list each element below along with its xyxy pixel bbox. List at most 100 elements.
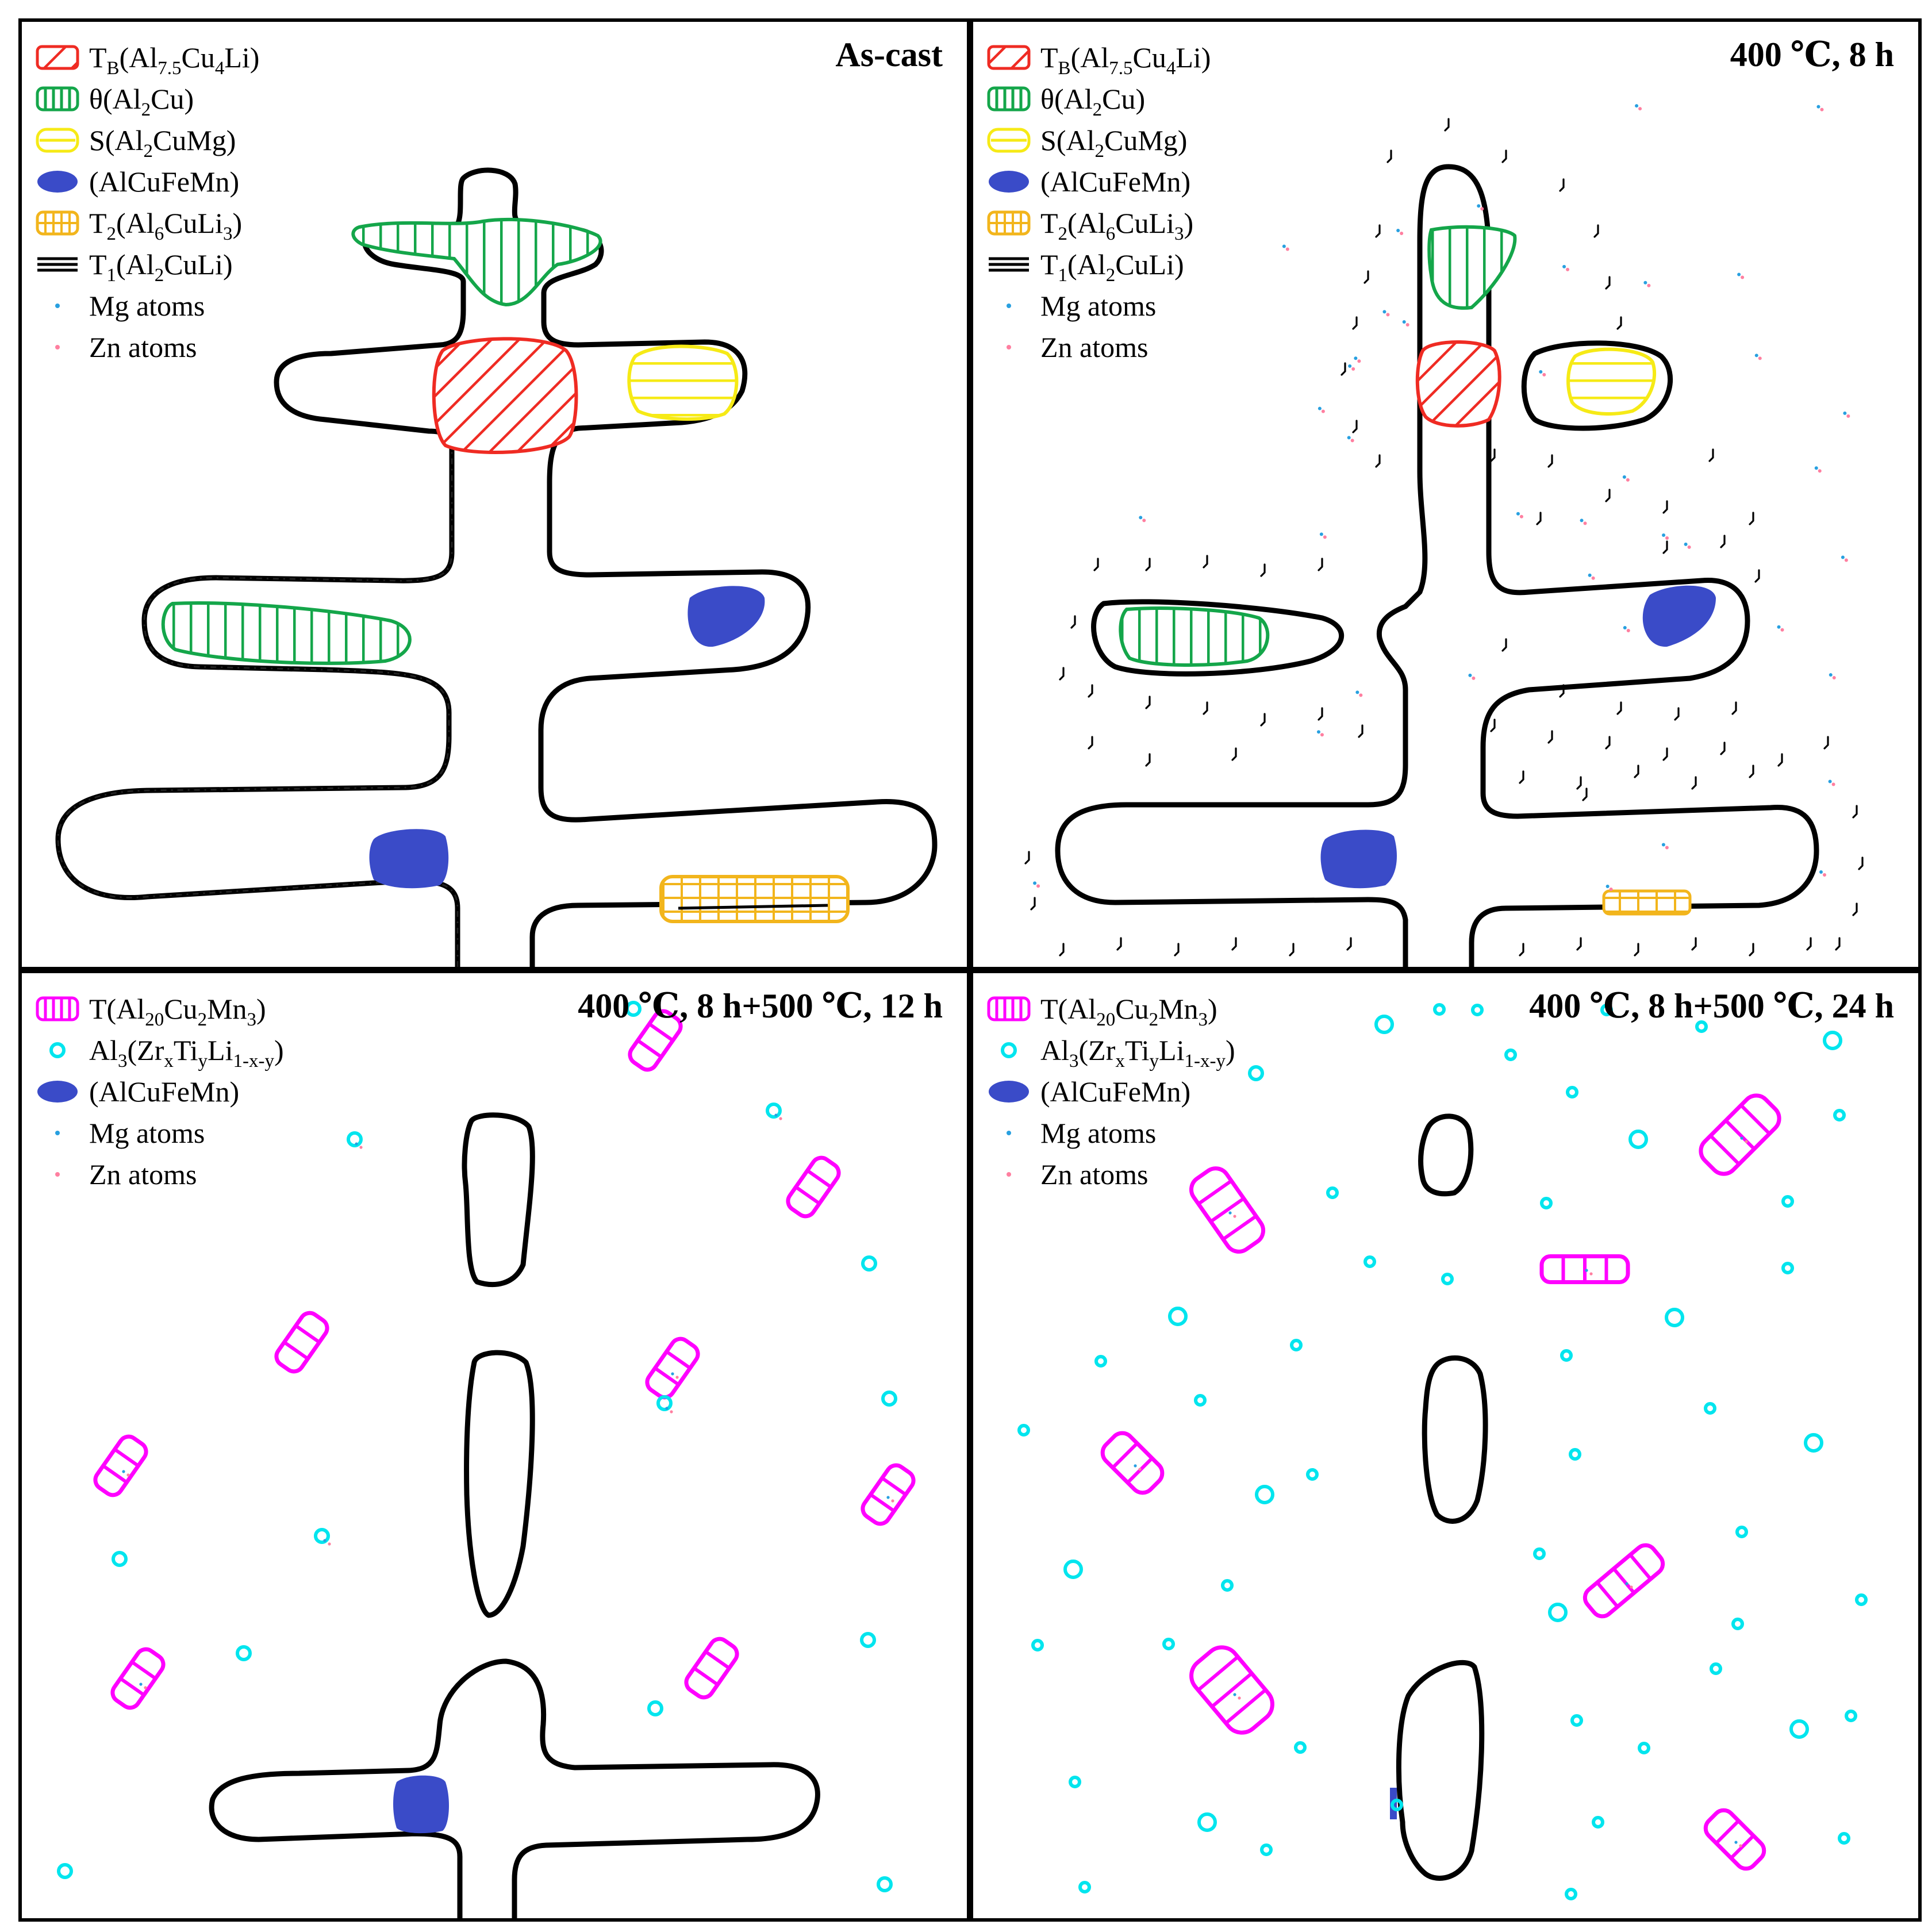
legend-label: θ(Al2Cu) (1040, 83, 1145, 120)
vertical-hatch-icon (987, 86, 1031, 112)
precipitate-dash (1634, 765, 1639, 778)
precipitate-dash (1547, 730, 1553, 744)
precipitate-dash (1346, 937, 1352, 951)
dot-icon (1007, 345, 1011, 349)
legends: As-castTB(Al7.5Cu4Li)θ(Al2Cu)S(Al2CuMg)(… (36, 36, 1894, 1190)
al3-dispersoids (1017, 1003, 1868, 1900)
precipitate-dash (1582, 788, 1588, 801)
homogenized-dendrite-outline (1055, 164, 1819, 970)
atom-pair (1319, 532, 1327, 539)
precipitate-dash (1145, 696, 1151, 709)
precipitate-dash (1318, 558, 1323, 571)
al3-ring (1845, 1710, 1857, 1722)
dot-icon (1007, 1172, 1011, 1177)
al3-dispersoids (57, 1001, 897, 1892)
legend-label: T(Al20Cu2Mn3) (89, 993, 266, 1030)
precipitate-dash (1777, 753, 1783, 767)
atom-pair (1318, 406, 1325, 413)
atom-pair (1139, 516, 1146, 523)
precipitate-dash (1490, 719, 1496, 732)
al3-ring (1731, 1618, 1744, 1630)
legend-label: T2(Al6CuLi3) (89, 207, 242, 244)
panel-title: 400 ℃, 8 h (1730, 36, 1894, 74)
precipitate-dash (1662, 500, 1668, 514)
atom-pair (1347, 436, 1354, 443)
atom-pair (1814, 466, 1822, 473)
filled-blob-icon (37, 1081, 78, 1103)
precipitate-dash (1501, 149, 1507, 163)
s-phase-particle (627, 344, 739, 421)
atom-pair (1282, 244, 1289, 251)
legend-label: (AlCuFeMn) (1040, 1076, 1190, 1108)
precipitate-dash (1559, 178, 1565, 192)
al3-ring (1221, 1579, 1234, 1592)
precipitate-dash (1501, 638, 1507, 652)
panel-title: 400 ℃, 8 h+500 ℃, 24 h (1529, 987, 1894, 1025)
tb-phase-particle (432, 337, 578, 454)
al3-ring (1306, 1468, 1319, 1481)
legend-panel-3: 400 ℃, 8 h+500 ℃, 12 hT(Al20Cu2Mn3)Al3(Z… (36, 987, 943, 1190)
al3-ring (1570, 1714, 1583, 1727)
atom-pair (1516, 512, 1523, 518)
legend-label: S(Al2CuMg) (1040, 124, 1187, 162)
t1-phase-platelets (678, 904, 828, 910)
t-phase-dispersoids (93, 1009, 916, 1710)
legend-label: Mg atoms (1040, 1117, 1156, 1149)
al3-ring (1833, 1109, 1846, 1121)
legend-label: T(Al20Cu2Mn3) (1040, 993, 1217, 1030)
al3-ring (1565, 1888, 1577, 1900)
precipitate-dash (1088, 684, 1093, 698)
precipitate-dash (1030, 897, 1036, 911)
theta-phase-particle-lower (161, 601, 412, 665)
al3-ring (1710, 1662, 1722, 1675)
atom-pair (1477, 204, 1484, 211)
al3-ring (1391, 1799, 1403, 1811)
tb-phase-particle-shrunk (1415, 340, 1501, 428)
t-phase-rod (1699, 1093, 1781, 1176)
panel-as-cast (55, 167, 938, 970)
al3-ring (1704, 1402, 1716, 1415)
al3-ring (1665, 1308, 1684, 1327)
al3-ring (1063, 1560, 1083, 1579)
al3-ring (1374, 1015, 1394, 1034)
precipitate-dash (1341, 362, 1346, 376)
precipitate-dash (1093, 558, 1099, 571)
precipitate-dash (1806, 937, 1812, 951)
al3-ring (1569, 1448, 1581, 1461)
t-phase-rod (645, 1336, 700, 1400)
atom-pair (1684, 542, 1691, 549)
dendrite-remnant-upper (462, 1112, 535, 1288)
dot-icon (55, 1172, 60, 1177)
alcufemn-phase-particle (687, 586, 765, 647)
legend-label: T1(Al2CuLi) (89, 248, 233, 286)
al3-ring (1695, 1020, 1708, 1033)
ring-icon (1001, 1042, 1017, 1058)
al3-ring (1197, 1812, 1217, 1832)
atom-pair (671, 1372, 679, 1379)
al3-ring (1540, 1197, 1553, 1209)
al3-ring (1628, 1130, 1648, 1149)
t-phase-dispersoids (1100, 1093, 1781, 1871)
al3-ring (1078, 1881, 1091, 1893)
al3-ring (1441, 1273, 1454, 1285)
legend-label: (AlCuFeMn) (89, 166, 239, 198)
eutectic-network-layer (55, 167, 938, 970)
atom-pair (1841, 555, 1848, 562)
atom-pair (1585, 1269, 1593, 1276)
precipitate-dash (1352, 420, 1358, 433)
al3-ring (1260, 1843, 1273, 1856)
ring-icon (49, 1042, 66, 1058)
precipitate-dash (1662, 540, 1668, 554)
theta-phase-particle-shrunk (1427, 225, 1517, 310)
panel-500c-24h (1017, 1003, 1868, 1900)
atom-pair (1354, 356, 1361, 363)
atom-pair (1228, 1211, 1236, 1218)
precipitate-dash (1708, 448, 1714, 462)
al3-ring (1560, 1349, 1573, 1362)
t2-phase-particle (659, 875, 850, 923)
atom-pair (1777, 625, 1784, 632)
al3-ring (1326, 1186, 1339, 1199)
t-phase-rod (1100, 1431, 1165, 1495)
al3-ring (877, 1876, 893, 1892)
triple-line-icon (37, 257, 78, 272)
